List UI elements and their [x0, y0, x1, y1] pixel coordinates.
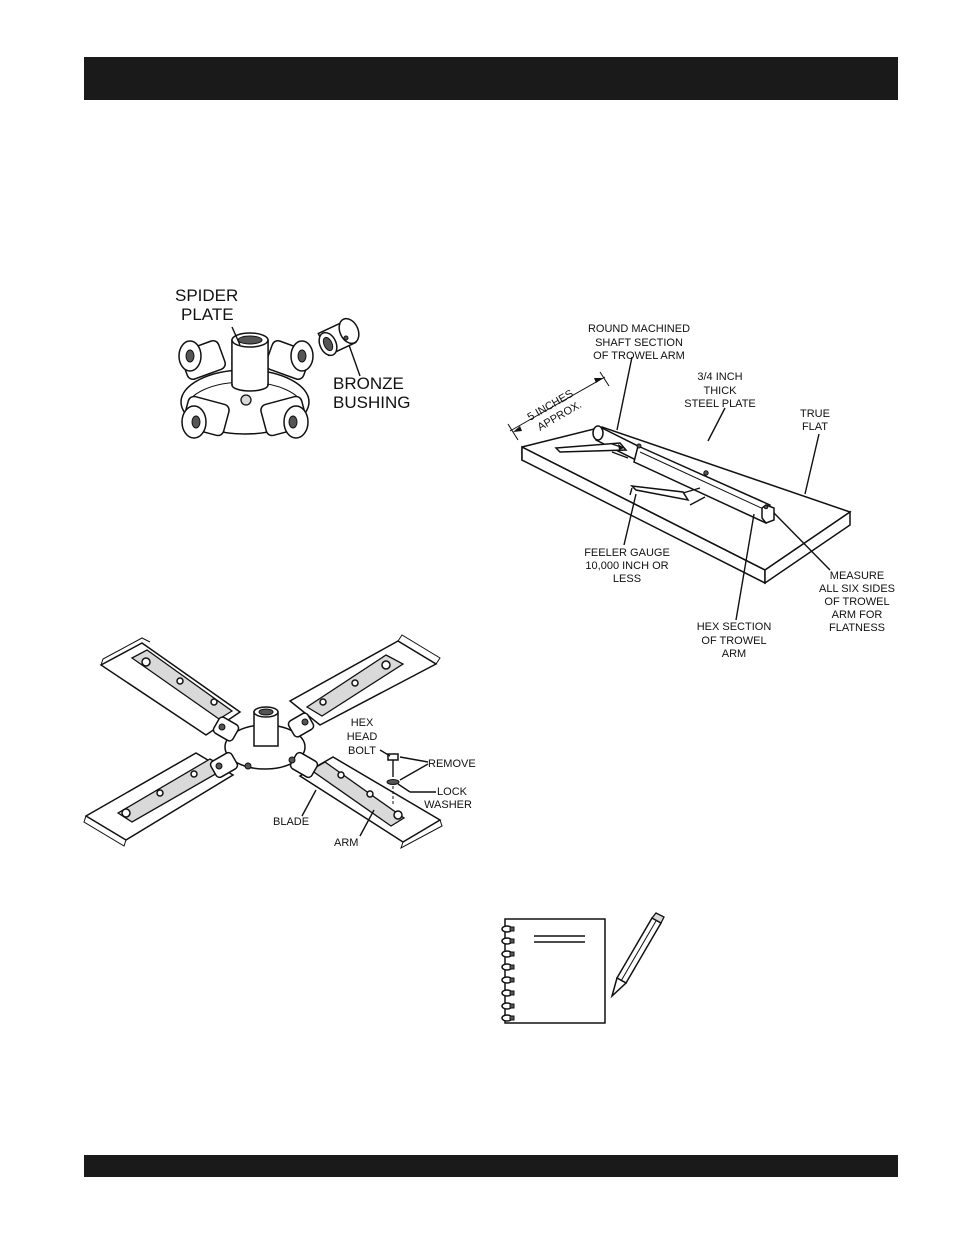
hex-section-label-2: OF TROWEL — [701, 635, 766, 647]
bronze-bushing-label-1: BRONZE — [333, 374, 404, 393]
bronze-bushing-part — [316, 315, 363, 358]
feeler-gauge-label-2: 10,000 INCH OR — [585, 560, 668, 572]
figure-blade-assembly: HEX HEAD BOLT REMOVE LOCK WASHER BLADE A… — [84, 635, 476, 849]
blade-label: BLADE — [273, 816, 309, 828]
true-flat-label-1: TRUE — [800, 408, 830, 420]
true-flat-label-2: FLAT — [802, 421, 828, 433]
feeler-gauge-label-3: LESS — [613, 573, 641, 585]
measure-label-4: ARM FOR — [832, 609, 883, 621]
figure-arm-flatness: 5 INCHES APPROX. ROUND MACHINED SHAFT SE… — [508, 323, 895, 660]
remove-label: REMOVE — [428, 758, 476, 770]
lock-washer-label-2: WASHER — [424, 799, 472, 811]
bronze-bushing-label-2: BUSHING — [333, 393, 410, 412]
arm-label: ARM — [334, 837, 358, 849]
measure-label-5: FLATNESS — [829, 622, 885, 634]
hex-head-bolt-label-3: BOLT — [348, 745, 376, 757]
figure-spider-plate: SPIDER PLATE BRONZE BUSHING — [175, 286, 410, 438]
spider-plate-label-2: PLATE — [181, 305, 234, 324]
steel-plate-label-1: 3/4 INCH — [697, 371, 742, 383]
measure-label-2: ALL SIX SIDES — [819, 583, 895, 595]
pencil-icon — [612, 913, 664, 996]
hex-section-label-1: HEX SECTION — [697, 621, 772, 633]
hex-section-label-3: ARM — [722, 648, 746, 660]
measure-label-1: MEASURE — [830, 570, 884, 582]
steel-plate-label-3: STEEL PLATE — [684, 398, 756, 410]
feeler-gauge-label-1: FEELER GAUGE — [584, 547, 670, 559]
round-section-label-2: SHAFT SECTION — [595, 337, 683, 349]
round-section-label-1: ROUND MACHINED — [588, 323, 690, 335]
lock-washer-label-1: LOCK — [437, 786, 468, 798]
steel-plate-label-2: THICK — [704, 385, 738, 397]
spider-plate-label-1: SPIDER — [175, 286, 238, 305]
hex-head-bolt-label-2: HEAD — [347, 731, 378, 743]
notebook-icon — [502, 919, 605, 1023]
hex-head-bolt-label-1: HEX — [351, 717, 374, 729]
round-section-label-3: OF TROWEL ARM — [593, 350, 685, 362]
measure-label-3: OF TROWEL — [824, 596, 889, 608]
